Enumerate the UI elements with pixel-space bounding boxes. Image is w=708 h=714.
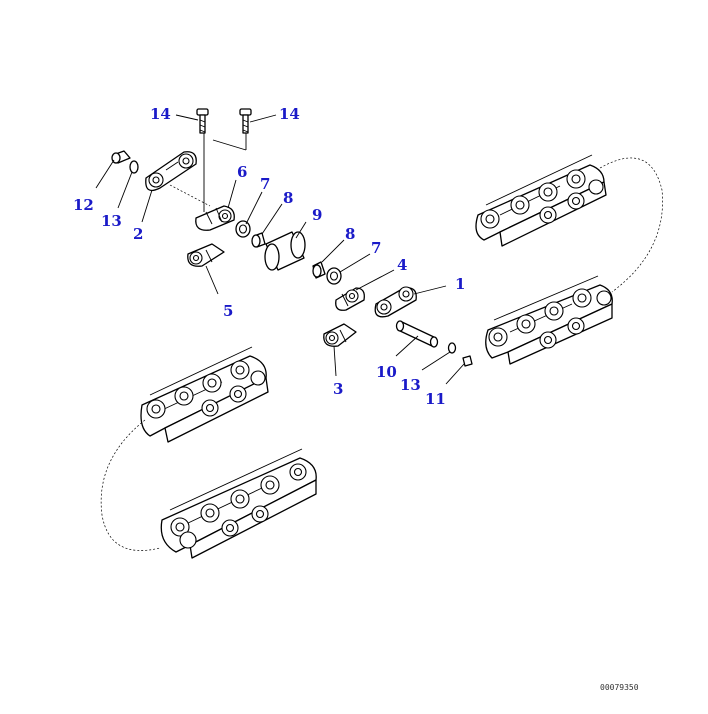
assembly-guide-lines bbox=[169, 133, 247, 212]
callout-13-upper: 13 bbox=[101, 212, 122, 230]
bolt-14-left bbox=[196, 108, 209, 134]
half-link-5 bbox=[187, 243, 225, 267]
bushing-9 bbox=[264, 231, 306, 271]
pin-10 bbox=[395, 320, 439, 348]
half-link-4 bbox=[335, 287, 365, 311]
callout-11: 11 bbox=[425, 390, 446, 408]
leader-lines bbox=[95, 114, 465, 385]
washer-13-lower bbox=[447, 342, 457, 354]
link-1 bbox=[374, 286, 417, 318]
spacer-8-upper bbox=[251, 232, 266, 248]
link-2 bbox=[145, 151, 197, 192]
bolt-12 bbox=[111, 150, 131, 164]
callout-9: 9 bbox=[312, 206, 322, 224]
callout-7-upper: 7 bbox=[260, 175, 270, 193]
callout-14-left: 14 bbox=[150, 105, 171, 123]
washer-13-upper bbox=[129, 160, 139, 174]
track-chain-lower-left bbox=[100, 346, 317, 559]
callout-8-upper: 8 bbox=[283, 189, 293, 207]
callout-14-right: 14 bbox=[279, 105, 300, 123]
seal-7-upper bbox=[235, 220, 251, 238]
stopper-11 bbox=[462, 355, 473, 367]
callout-2: 2 bbox=[133, 225, 143, 243]
track-chain-upper-right bbox=[475, 154, 663, 365]
callout-7-lower: 7 bbox=[371, 239, 381, 257]
half-link-6 bbox=[195, 205, 235, 231]
bolt-14-right bbox=[239, 108, 252, 134]
callout-1: 1 bbox=[455, 275, 465, 293]
callout-5: 5 bbox=[223, 302, 233, 320]
callout-10: 10 bbox=[376, 363, 397, 381]
callout-12: 12 bbox=[73, 196, 94, 214]
callout-4: 4 bbox=[397, 256, 407, 274]
callout-6: 6 bbox=[237, 163, 247, 181]
callout-3: 3 bbox=[333, 380, 343, 398]
drawing-code: 00079350 bbox=[600, 683, 639, 692]
callout-13-lower: 13 bbox=[400, 376, 421, 394]
seal-7-lower bbox=[326, 267, 342, 285]
callout-8-lower: 8 bbox=[345, 225, 355, 243]
spacer-8-lower bbox=[312, 261, 326, 279]
callout-labels: 14 14 6 7 8 9 8 7 4 1 12 13 2 5 10 13 11… bbox=[73, 105, 465, 408]
half-link-3 bbox=[323, 323, 357, 347]
